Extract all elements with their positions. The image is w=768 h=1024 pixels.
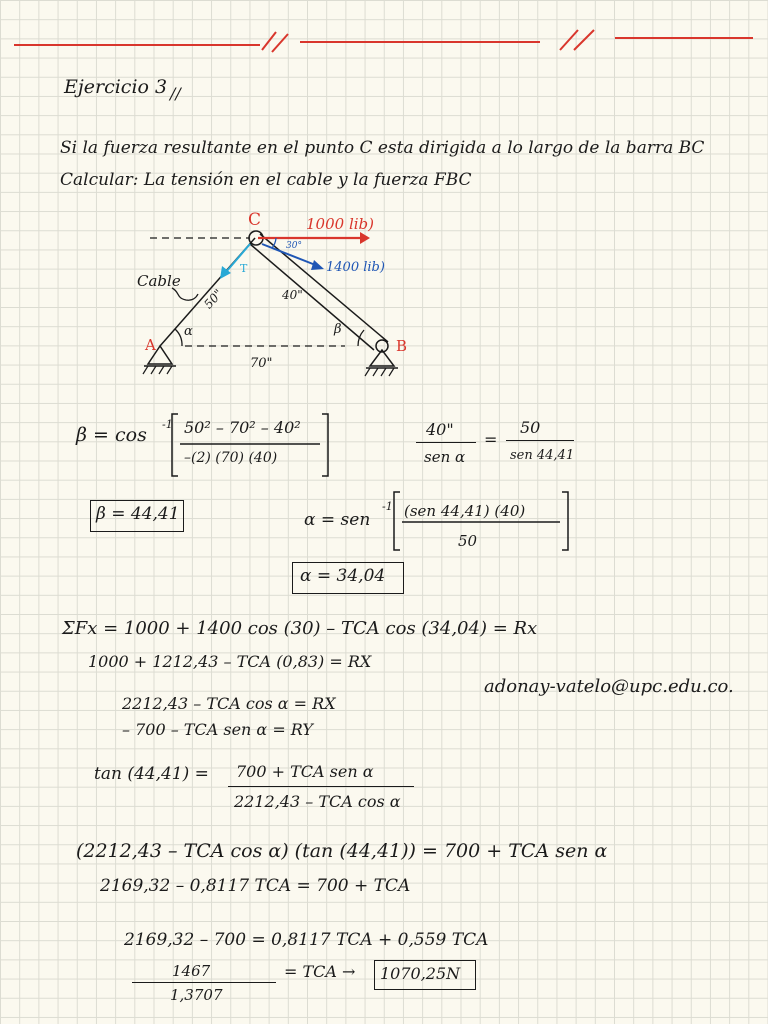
tan-numerator: 700 + TCA sen α bbox=[236, 762, 374, 781]
label-angle-30: 30° bbox=[286, 241, 302, 251]
beta-denominator: –(2) (70) (40) bbox=[184, 450, 278, 466]
final-denominator: 1,3707 bbox=[170, 986, 223, 1004]
alpha-numerator: (sen 44,41) (40) bbox=[404, 502, 526, 520]
header-rule-middle bbox=[300, 41, 540, 43]
label-cable: Cable bbox=[137, 272, 181, 290]
tension-arrow bbox=[225, 243, 251, 273]
beta-inverse-exp: -1 bbox=[162, 418, 173, 431]
step-3: – 700 – TCA sen α = RY bbox=[122, 720, 313, 739]
final-numerator: 1467 bbox=[172, 962, 211, 980]
final-mid: = TCA → bbox=[284, 962, 356, 981]
alpha-arc bbox=[174, 328, 183, 347]
alpha-inverse-exp: -1 bbox=[382, 500, 393, 513]
support-a bbox=[146, 344, 174, 365]
label-point-a: A bbox=[145, 336, 156, 354]
label-alpha: α bbox=[184, 324, 193, 339]
sine-left-line bbox=[416, 442, 476, 443]
header-rule-right bbox=[615, 37, 753, 39]
tan-fraction-line bbox=[228, 786, 414, 787]
alpha-denominator: 50 bbox=[458, 532, 478, 550]
header-slash-marks bbox=[261, 29, 595, 53]
step-5: 2169,32 – 0,8117 TCA = 700 + TCA bbox=[100, 876, 411, 896]
label-point-c: C bbox=[248, 210, 262, 230]
step-1: 1000 + 1212,43 – TCA (0,83) = RX bbox=[88, 652, 372, 671]
alpha-bracket bbox=[393, 491, 569, 551]
bar-bc-upper bbox=[249, 243, 375, 351]
label-length-ab: 70" bbox=[250, 356, 273, 371]
beta-bracket bbox=[171, 413, 329, 477]
step-6: 2169,32 – 700 = 0,8117 TCA + 0,559 TCA bbox=[124, 930, 489, 950]
label-beta: β bbox=[334, 322, 342, 337]
sum-fx-equation: ΣFx = 1000 + 1400 cos (30) – TCA cos (34… bbox=[62, 618, 538, 639]
label-point-b: B bbox=[396, 337, 408, 355]
final-result-box bbox=[374, 960, 476, 990]
truss-diagram bbox=[142, 230, 398, 377]
cable-pointer bbox=[171, 287, 199, 301]
sine-equals: = bbox=[484, 430, 498, 449]
sine-right-num: 50 bbox=[520, 418, 541, 437]
beta-result: β = 44,41 bbox=[96, 504, 180, 524]
alpha-lhs: α = sen bbox=[304, 510, 371, 530]
tan-denominator: 2212,43 – TCA cos α bbox=[234, 792, 401, 811]
statement-line-1: Si la fuerza resultante en el punto C es… bbox=[60, 138, 705, 158]
sine-right-den: sen 44,41 bbox=[510, 448, 575, 463]
exercise-title: Ejercicio 3 bbox=[64, 76, 168, 98]
beta-arc bbox=[357, 329, 365, 347]
header-rule-left bbox=[14, 44, 260, 46]
angle-30-arc bbox=[271, 237, 277, 249]
beta-numerator: 50² – 70² – 40² bbox=[184, 418, 301, 437]
title-end-mark: // bbox=[170, 84, 181, 103]
alpha-result: α = 34,04 bbox=[300, 566, 386, 586]
label-force-1400: 1400 lib) bbox=[326, 260, 385, 275]
beta-lhs: β = cos bbox=[76, 424, 147, 446]
force-1400-arrow bbox=[261, 243, 319, 267]
final-fraction-line bbox=[132, 982, 276, 983]
tan-lhs: tan (44,41) = bbox=[94, 764, 209, 784]
statement-line-2: Calcular: La tensión en el cable y la fu… bbox=[60, 170, 472, 190]
final-result: 1070,25N bbox=[380, 964, 461, 983]
label-length-bc: 40" bbox=[282, 288, 303, 302]
label-tension: T bbox=[240, 262, 248, 275]
sine-left-num: 40" bbox=[426, 420, 454, 439]
sine-right-line bbox=[506, 440, 574, 441]
beta-result-box bbox=[90, 500, 184, 532]
sine-left-den: sen α bbox=[424, 448, 466, 466]
step-4: (2212,43 – TCA cos α) (tan (44,41)) = 70… bbox=[76, 840, 608, 862]
support-b bbox=[368, 348, 396, 367]
label-force-1000: 1000 lib) bbox=[306, 215, 374, 233]
joint-b bbox=[375, 339, 389, 353]
alpha-result-box bbox=[292, 562, 404, 594]
author-email: adonay-vatelo@upc.edu.co. bbox=[484, 676, 734, 697]
step-2: 2212,43 – TCA cos α = RX bbox=[122, 694, 336, 713]
